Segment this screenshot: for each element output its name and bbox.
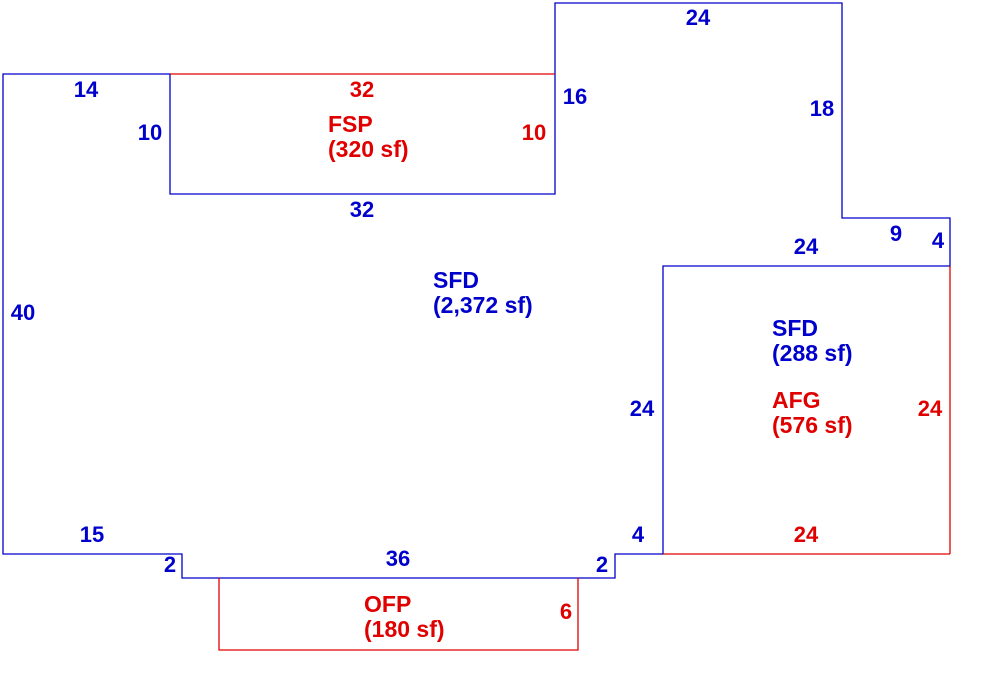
dim-step-left: 2 <box>164 552 176 577</box>
area-sfd-garage-size: (288 sf) <box>772 340 853 366</box>
dim-ofp-right: 6 <box>560 599 572 624</box>
dim-step-right: 2 <box>596 552 608 577</box>
dim-fsp-bottom: 32 <box>350 197 374 222</box>
dim-garage-top: 24 <box>794 234 819 259</box>
dim-fsp-left: 10 <box>138 120 162 145</box>
dim-fsp-top: 32 <box>350 77 374 102</box>
area-ofp-code: OFP <box>364 591 411 617</box>
dim-garage-bottom: 24 <box>794 522 819 547</box>
area-ofp-size: (180 sf) <box>364 616 445 642</box>
dim-ledge-right: 4 <box>932 228 945 253</box>
dim-wing-left: 16 <box>563 84 587 109</box>
area-sfd-garage-code: SFD <box>772 315 818 341</box>
dim-main-bottom-left: 15 <box>80 522 104 547</box>
dim-fsp-right: 10 <box>522 120 546 145</box>
dim-garage-step: 4 <box>632 522 645 547</box>
dim-main-left: 40 <box>11 300 35 325</box>
dim-garage-left: 24 <box>630 396 655 421</box>
area-sfd-main-size: (2,372 sf) <box>433 292 533 318</box>
dim-wing-top: 24 <box>686 5 711 30</box>
dim-ledge-top: 9 <box>890 221 902 246</box>
area-fsp-size: (320 sf) <box>328 136 409 162</box>
dim-main-bottom-center: 36 <box>386 546 410 571</box>
area-afg-size: (576 sf) <box>772 412 853 438</box>
area-fsp-code: FSP <box>328 111 373 137</box>
dim-main-top-left: 14 <box>74 77 99 102</box>
ofp-outline <box>218 578 579 651</box>
area-afg-code: AFG <box>772 387 821 413</box>
dim-garage-right: 24 <box>918 396 943 421</box>
area-sfd-main-code: SFD <box>433 267 479 293</box>
dim-wing-right: 18 <box>810 96 834 121</box>
